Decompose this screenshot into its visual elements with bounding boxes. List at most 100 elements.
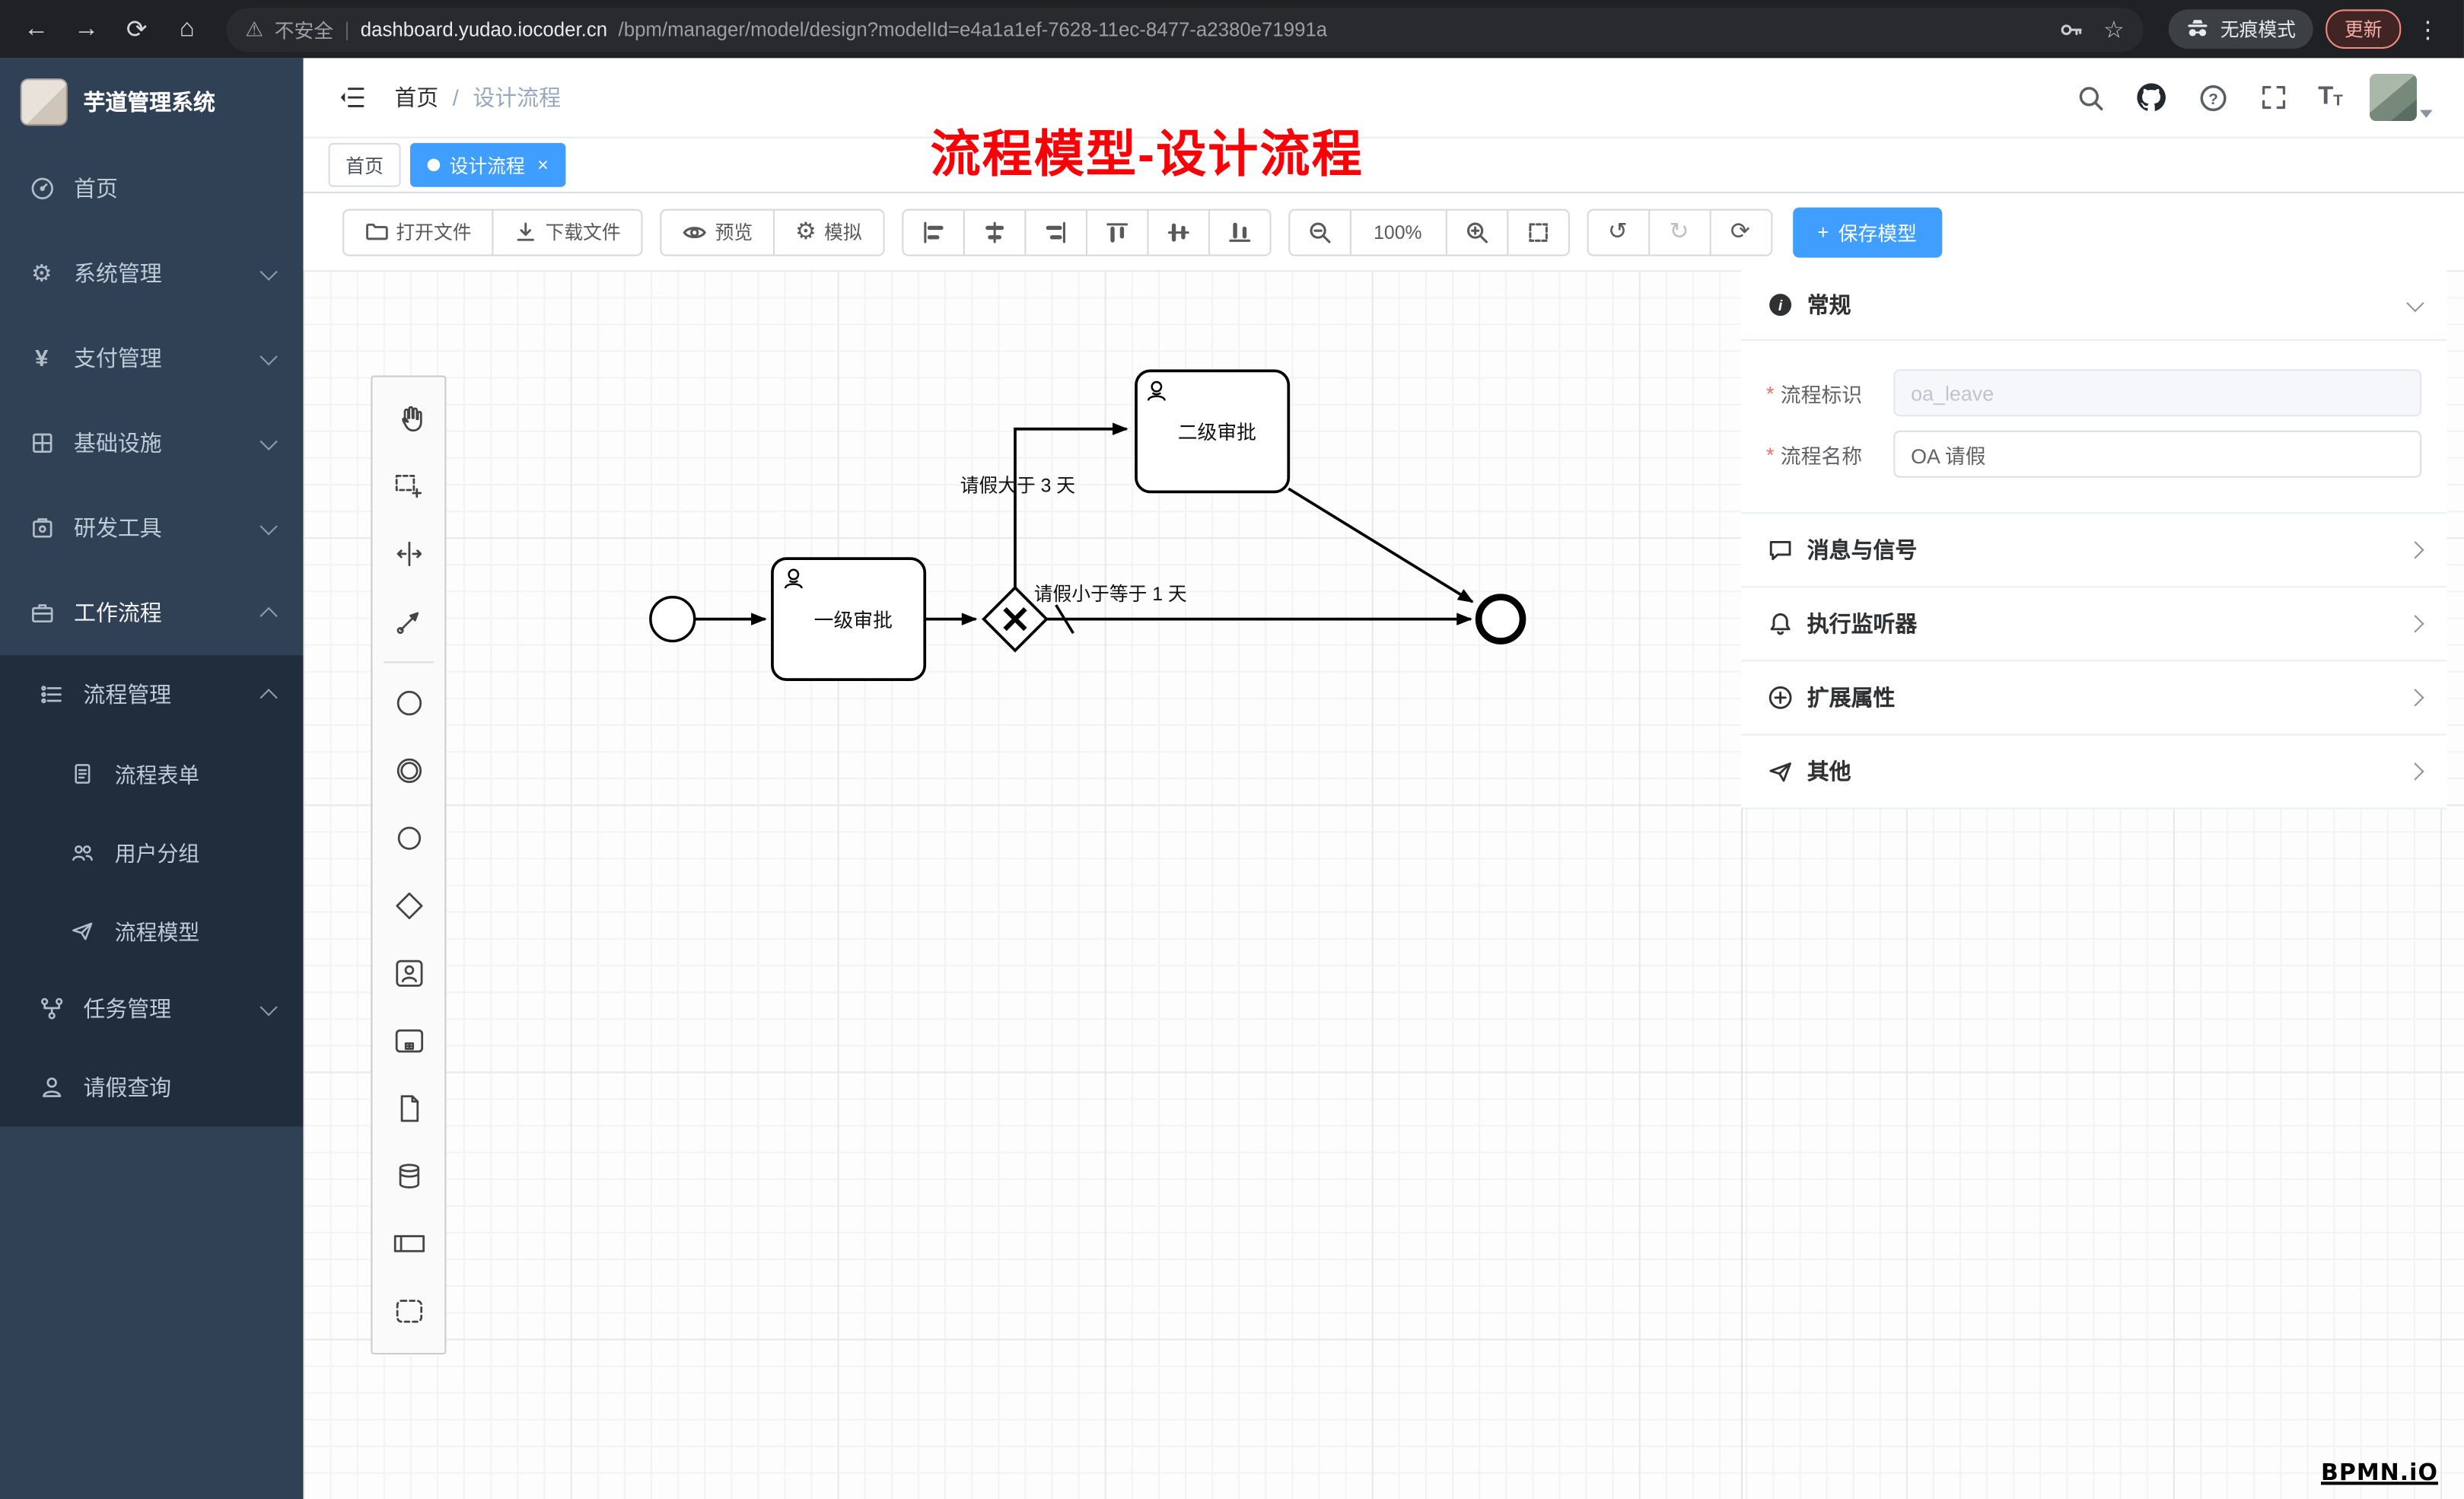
browser-forward-icon[interactable]: → (74, 14, 100, 42)
fullscreen-icon[interactable] (2257, 80, 2291, 114)
save-model-button[interactable]: + 保存模型 (1792, 206, 1943, 257)
create-data-object-icon[interactable] (377, 1074, 441, 1142)
align-right-button[interactable] (1023, 208, 1087, 256)
sequence-flow-task2-end[interactable] (1288, 487, 1474, 603)
message-icon (1766, 536, 1793, 563)
breadcrumb-home[interactable]: 首页 (394, 84, 439, 110)
breadcrumb-separator: / (452, 84, 459, 110)
tab-design-process[interactable]: 设计流程 × (409, 142, 566, 187)
help-icon[interactable]: ? (2195, 80, 2230, 114)
bookmark-star-icon[interactable]: ☆ (2103, 16, 2125, 43)
align-bottom-button[interactable] (1207, 208, 1271, 256)
create-end-event-icon[interactable] (377, 804, 441, 872)
browser-back-icon[interactable]: ← (23, 14, 49, 42)
section-other[interactable]: 其他 (1741, 735, 2447, 808)
create-user-task-icon[interactable] (377, 940, 441, 1007)
zoom-out-icon[interactable] (1288, 208, 1351, 256)
bpmn-diagram[interactable]: 一级审批 请假大于 3 天 (304, 270, 2464, 1499)
palette-separator (383, 661, 434, 664)
sidebar-item-process-form[interactable]: 流程表单 (0, 734, 304, 812)
github-icon[interactable] (2134, 80, 2168, 114)
properties-panel: i 常规 * 流程标识 * 流程名称 (1741, 270, 2447, 810)
align-top-button[interactable] (1084, 208, 1148, 256)
redo-icon[interactable]: ↻ (1647, 208, 1711, 256)
preview-button[interactable]: 预览 (660, 208, 775, 256)
user-task-second-approval[interactable]: 二级审批 (1135, 369, 1291, 494)
browser-reload-icon[interactable]: ⟳ (126, 16, 148, 43)
workflow-submenu: 流程管理 流程表单 用户分组 流程模型 (0, 655, 304, 1127)
process-key-input[interactable] (1893, 369, 2422, 417)
sidebar-fold-icon[interactable] (335, 80, 369, 114)
align-middle-button[interactable] (1146, 208, 1210, 256)
zoom-level: 100% (1348, 208, 1447, 256)
sidebar-item-task-mgmt[interactable]: 任务管理 (0, 969, 304, 1048)
sidebar-item-home[interactable]: 首页 (0, 146, 304, 231)
user-task-first-approval[interactable]: 一级审批 (771, 557, 927, 681)
avatar-caret-icon[interactable] (2420, 110, 2433, 118)
chevron-down-icon (259, 347, 278, 365)
app-logo-row[interactable]: 芋道管理系统 (0, 58, 304, 146)
sidebar: 芋道管理系统 首页 ⚙ 系统管理 ¥ 支付管理 基础设施 (0, 58, 304, 1499)
exclusive-gateway[interactable] (982, 585, 1049, 653)
sidebar-item-process-model[interactable]: 流程模型 (0, 891, 304, 969)
zoom-reset-icon[interactable] (1506, 208, 1569, 256)
create-intermediate-event-icon[interactable] (377, 737, 441, 804)
chrome-update-button[interactable]: 更新 (2326, 9, 2402, 49)
create-start-event-icon[interactable] (377, 670, 441, 737)
lasso-tool-icon[interactable] (377, 453, 441, 520)
sequence-flow-gt3[interactable] (1014, 422, 1129, 588)
create-participant-icon[interactable] (377, 1210, 441, 1278)
tab-home[interactable]: 首页 (328, 142, 401, 187)
end-event[interactable] (1475, 594, 1526, 644)
align-center-button[interactable] (962, 208, 1026, 256)
open-file-button[interactable]: 打开文件 (342, 208, 494, 256)
section-extension-attributes[interactable]: 扩展属性 (1741, 661, 2447, 736)
password-key-icon[interactable] (2053, 11, 2087, 46)
section-general[interactable]: i 常规 (1741, 270, 2447, 342)
sidebar-item-user-group[interactable]: 用户分组 (0, 813, 304, 891)
sidebar-item-leave-query[interactable]: 请假查询 (0, 1048, 304, 1126)
align-left-button[interactable] (901, 208, 964, 256)
start-event[interactable] (649, 595, 696, 643)
url-host: dashboard.yudao.iocoder.cn (360, 18, 608, 40)
create-data-store-icon[interactable] (377, 1142, 441, 1210)
bpmn-canvas[interactable]: 一级审批 请假大于 3 天 (303, 270, 2464, 1499)
list-icon (38, 681, 65, 708)
chevron-down-icon (259, 997, 278, 1016)
search-icon[interactable] (2073, 80, 2107, 114)
section-execution-listener[interactable]: 执行监听器 (1741, 587, 2447, 662)
paper-plane-icon (69, 917, 96, 944)
browser-menu-icon[interactable]: ⋮ (2415, 16, 2440, 43)
sidebar-item-devtools[interactable]: 研发工具 (0, 485, 304, 571)
create-gateway-icon[interactable] (377, 872, 441, 940)
send-icon (1766, 758, 1793, 785)
tabs-bar: 首页 设计流程 × (303, 138, 2464, 193)
space-tool-icon[interactable] (377, 520, 441, 588)
sidebar-item-workflow[interactable]: 工作流程 (0, 571, 304, 656)
gateway-x-icon (1003, 606, 1027, 632)
sidebar-item-process-mgmt[interactable]: 流程管理 (0, 655, 304, 734)
refresh-icon[interactable]: ⟳ (1708, 208, 1772, 256)
user-avatar[interactable] (2370, 74, 2417, 122)
designer-toolbar: 打开文件 下载文件 预览 ⚙ 模拟 (303, 193, 2464, 271)
sidebar-item-infra[interactable]: 基础设施 (0, 401, 304, 486)
create-subprocess-icon[interactable] (377, 1007, 441, 1075)
address-bar[interactable]: ⚠ 不安全 | dashboard.yudao.iocoder.cn/bpm/m… (226, 7, 2144, 52)
create-group-icon[interactable] (377, 1278, 441, 1345)
global-connect-tool-icon[interactable] (377, 587, 441, 655)
simulate-button[interactable]: ⚙ 模拟 (773, 208, 884, 256)
sidebar-item-system[interactable]: ⚙ 系统管理 (0, 231, 304, 317)
bpmn-io-logo[interactable]: BPMN.iO (2321, 1461, 2438, 1487)
download-file-button[interactable]: 下载文件 (492, 208, 643, 256)
close-tab-icon[interactable]: × (537, 154, 549, 177)
undo-icon[interactable]: ↺ (1586, 208, 1650, 256)
browser-home-icon[interactable]: ⌂ (179, 14, 195, 42)
sidebar-item-payment[interactable]: ¥ 支付管理 (0, 316, 304, 401)
process-name-input[interactable] (1893, 430, 2422, 478)
zoom-in-icon[interactable] (1444, 208, 1508, 256)
hand-tool-icon[interactable] (377, 385, 441, 453)
section-message-signal[interactable]: 消息与信号 (1741, 514, 2447, 588)
breadcrumb: 首页 / 设计流程 (394, 81, 561, 113)
